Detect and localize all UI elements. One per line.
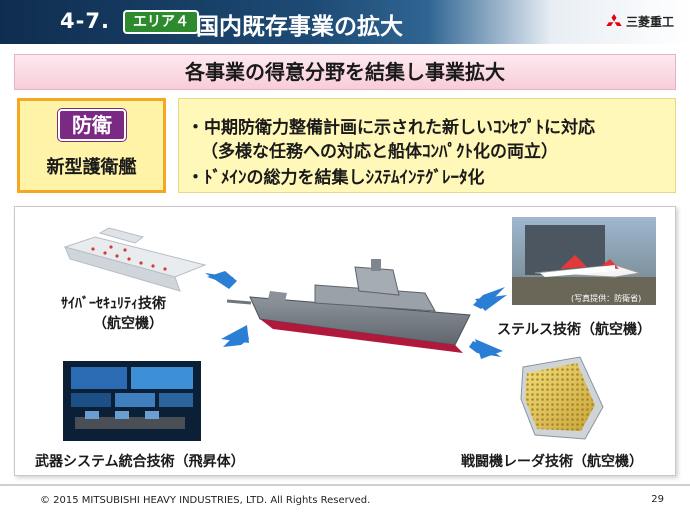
caption-stealth: ステルス技術（航空機） [497,319,651,339]
area-badge: エリア４ [123,10,199,34]
photo-credit: (写真提供：防衛省) [571,293,641,303]
arrow-cyber-icon [205,271,237,289]
logo-text: 三菱重工 [626,13,674,30]
header-bar: 4-7. エリア４ 国内既存事業の拡大 三菱重工 [0,0,690,44]
page-title: 国内既存事業の拡大 [196,7,403,41]
arrow-weapons-icon [221,325,249,347]
caption-weapons: 武器システム統合技術（飛昇体） [35,451,245,471]
stealth-aircraft-photo [512,217,656,305]
caption-cyber: ｻｲﾊﾞｰｾｷｭﾘﾃｨ技術 [61,293,166,313]
technology-diagram-panel: (写真提供：防衛省) [14,206,676,476]
frigate-label: 新型護衛艦 [20,153,163,179]
footer-divider [0,484,690,486]
caption-cyber-sub: （航空機） [93,313,163,333]
arrow-radar-icon [469,339,503,359]
bullet-subtext: （多様な任務への対応と船体ｺﾝﾊﾟｸﾄ化の両立） [201,137,558,162]
fighter-radar-illustration [521,357,603,439]
frigate-illustration [227,259,470,353]
bullet-item-concept: ・中期防衛力整備計画に示された新しいｺﾝｾﾌﾟﾄに対応 [187,113,595,138]
diagram-canvas: (写真提供：防衛省) [15,207,677,477]
section-number: 4-7. [60,9,110,33]
mitsubishi-three-diamonds-icon [606,14,622,30]
caption-radar: 戦闘機レーダ技術（航空機） [461,451,643,471]
cyber-ship-illustration [65,228,205,291]
headline-banner: 各事業の得意分野を結集し事業拡大 [14,54,676,90]
category-box: 防衛 新型護衛艦 [17,98,166,193]
defense-badge: 防衛 [58,109,126,141]
arrow-stealth-icon [473,287,507,311]
page-number: 29 [651,494,664,505]
copyright-text: © 2015 MITSUBISHI HEAVY INDUSTRIES, LTD.… [40,495,370,506]
company-logo: 三菱重工 [606,13,674,30]
concept-box: ・中期防衛力整備計画に示された新しいｺﾝｾﾌﾟﾄに対応 （多様な任務への対応と船… [178,98,676,193]
weapons-control-room-photo [63,361,201,441]
bullet-item-integration: ・ﾄﾞﾒｲﾝの総力を結集しｼｽﾃﾑｲﾝﾃｸﾞﾚｰﾀ化 [187,163,485,188]
